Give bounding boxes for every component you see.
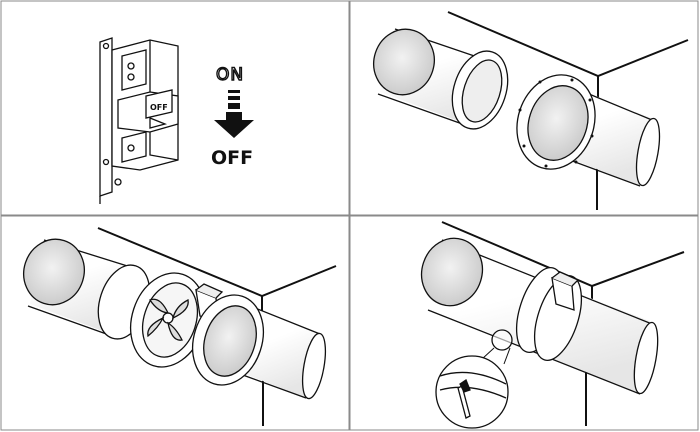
panel-step-1: OFF xyxy=(99,37,179,204)
arrow-dash-3 xyxy=(228,103,240,109)
state-on-label: ON xyxy=(216,65,244,85)
panel-step-4-border xyxy=(349,215,699,431)
detail-marker xyxy=(491,329,513,351)
rail-screw-top xyxy=(102,42,110,50)
breaker-edge xyxy=(149,40,179,161)
terminal-screw-3 xyxy=(127,144,135,152)
duct-left-end xyxy=(373,28,435,96)
duct-left-end-4 xyxy=(420,237,484,307)
breaker-top-terminal xyxy=(121,49,147,91)
panel-step-3 xyxy=(23,227,337,426)
toggle-lever xyxy=(149,117,168,129)
rail-screw-mid xyxy=(102,158,110,166)
down-arrow-icon xyxy=(214,112,254,138)
fan-blade-1 xyxy=(149,298,170,314)
breaker-rail xyxy=(99,37,113,197)
breaker-toggle[interactable] xyxy=(145,89,173,119)
flange-bolts xyxy=(518,78,594,168)
junction-box-4 xyxy=(551,276,575,311)
terminal-screw-1 xyxy=(127,62,135,70)
panel-step-1-border xyxy=(0,0,350,216)
fan-blade-3 xyxy=(167,321,183,341)
rail-screw-bottom xyxy=(114,178,122,186)
detail-callout xyxy=(435,355,509,429)
panel-step-4 xyxy=(420,221,685,429)
panel-step-3-border xyxy=(0,215,350,431)
terminal-screw-2 xyxy=(127,73,135,81)
fan-hub xyxy=(162,312,174,324)
power-indicator: ON OFF xyxy=(211,64,254,169)
fan-blade-4 xyxy=(147,316,165,338)
arrow-dash-1 xyxy=(228,90,240,93)
panel-step-2-border xyxy=(349,0,699,216)
state-off-label: OFF xyxy=(211,147,253,169)
duct-left-end-3 xyxy=(23,238,85,306)
arrow-dash-2 xyxy=(228,96,240,100)
breaker-off-label: OFF xyxy=(150,103,168,112)
panel-step-2 xyxy=(373,11,689,210)
fan-blade-2 xyxy=(172,299,189,320)
